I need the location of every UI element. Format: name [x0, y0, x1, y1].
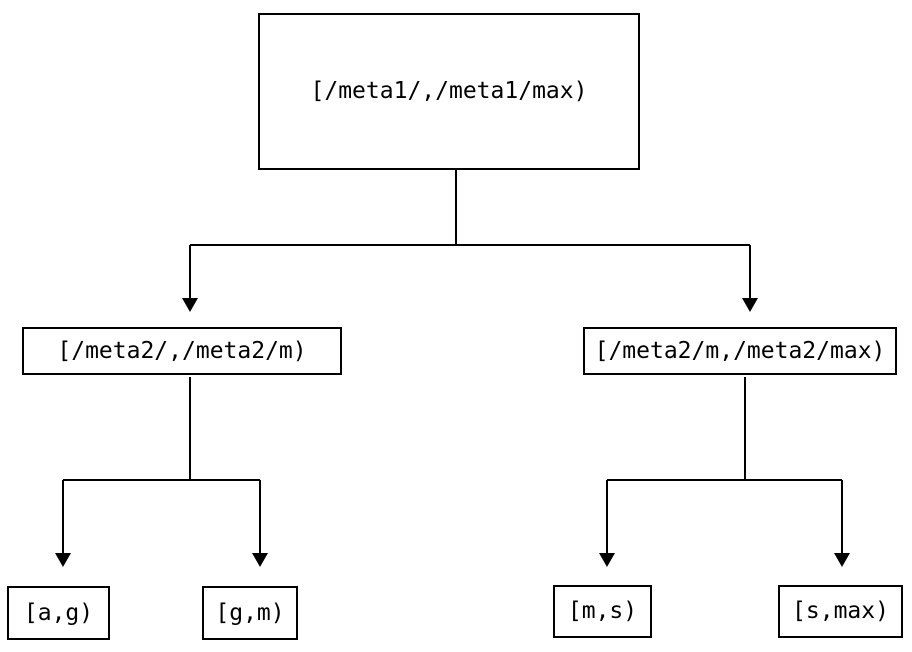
edge-root-to-children — [182, 170, 758, 312]
node-meta2-high-label: [/meta2/m,/meta2/max) — [594, 337, 886, 364]
node-leaf-m-s-label: [m,s) — [567, 598, 638, 624]
node-leaf-g-m: [g,m) — [202, 586, 298, 640]
arrowhead-to-leaf-gm — [252, 553, 268, 567]
arrowhead-to-leaf-smax — [834, 553, 850, 567]
edge-meta2-low-to-children — [55, 377, 268, 567]
arrowhead-to-leaf-ag — [55, 553, 71, 567]
node-root-label: [/meta1/,/meta1/max) — [310, 78, 588, 104]
node-leaf-a-g: [a,g) — [7, 586, 110, 640]
node-root: [/meta1/,/meta1/max) — [258, 13, 640, 170]
node-meta2-low-label: [/meta2/,/meta2/m) — [57, 337, 307, 364]
arrowhead-to-leaf-ms — [599, 553, 615, 567]
node-leaf-g-m-label: [g,m) — [215, 599, 285, 626]
node-leaf-a-g-label: [a,g) — [23, 599, 94, 626]
arrowhead-to-meta2-low — [182, 298, 198, 312]
edge-meta2-high-to-children — [599, 377, 850, 567]
arrowhead-to-meta2-high — [742, 298, 758, 312]
node-leaf-s-max-label: [s,max) — [792, 598, 889, 624]
node-meta2-low: [/meta2/,/meta2/m) — [22, 327, 342, 375]
node-leaf-s-max: [s,max) — [778, 585, 903, 638]
node-leaf-m-s: [m,s) — [553, 585, 652, 638]
node-meta2-high: [/meta2/m,/meta2/max) — [583, 327, 897, 375]
